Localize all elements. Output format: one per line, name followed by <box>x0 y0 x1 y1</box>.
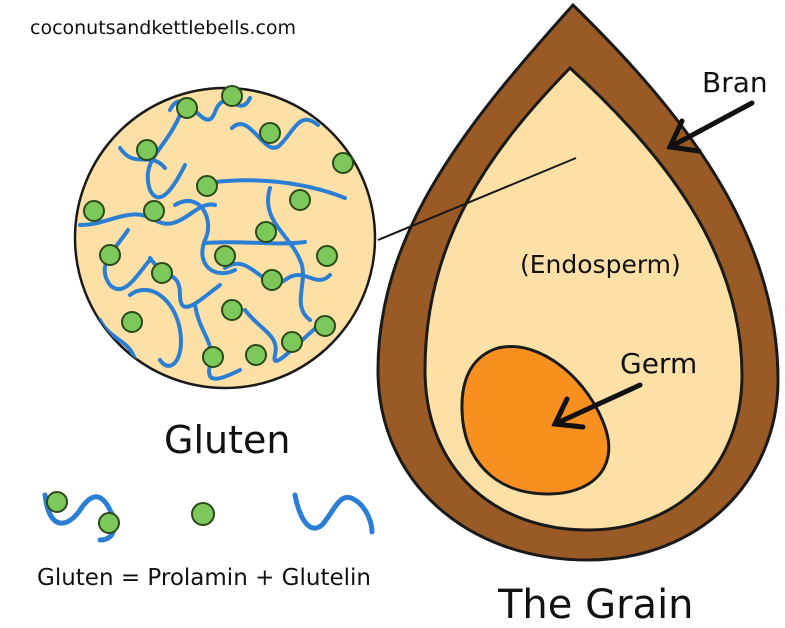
prolamin-dot <box>290 190 310 210</box>
prolamin-dot <box>262 270 282 290</box>
prolamin-dot <box>256 222 276 242</box>
prolamin-dot <box>197 176 217 196</box>
prolamin-dot <box>122 312 142 332</box>
prolamin-dot <box>317 246 337 266</box>
prolamin-dot <box>215 246 235 266</box>
prolamin-dot <box>222 86 242 106</box>
prolamin-dot <box>100 245 120 265</box>
gluten-formula: Gluten = Prolamin + Glutelin <box>37 565 371 591</box>
legend-prolamin-dot <box>192 503 214 525</box>
germ-label: Germ <box>620 347 697 380</box>
prolamin-dot <box>246 345 266 365</box>
prolamin-dot <box>222 300 242 320</box>
prolamin-dot <box>282 332 302 352</box>
prolamin-dot <box>333 153 353 173</box>
prolamin-dot <box>144 201 164 221</box>
prolamin-dot <box>203 347 223 367</box>
prolamin-dot <box>315 316 335 336</box>
prolamin-dot <box>137 140 157 160</box>
bran-label: Bran <box>702 66 768 99</box>
grain-title: The Grain <box>497 582 694 628</box>
legend-glutelin-strand <box>295 495 372 532</box>
watermark: coconutsandkettlebells.com <box>30 17 296 39</box>
prolamin-dot <box>260 123 280 143</box>
legend-gluten-icon <box>45 492 119 540</box>
prolamin-dot <box>84 201 104 221</box>
glutelin-strand <box>205 242 305 243</box>
prolamin-dot <box>177 98 197 118</box>
gluten-title: Gluten <box>164 418 290 462</box>
endosperm-label: (Endosperm) <box>520 250 681 279</box>
prolamin-dot <box>152 263 172 283</box>
